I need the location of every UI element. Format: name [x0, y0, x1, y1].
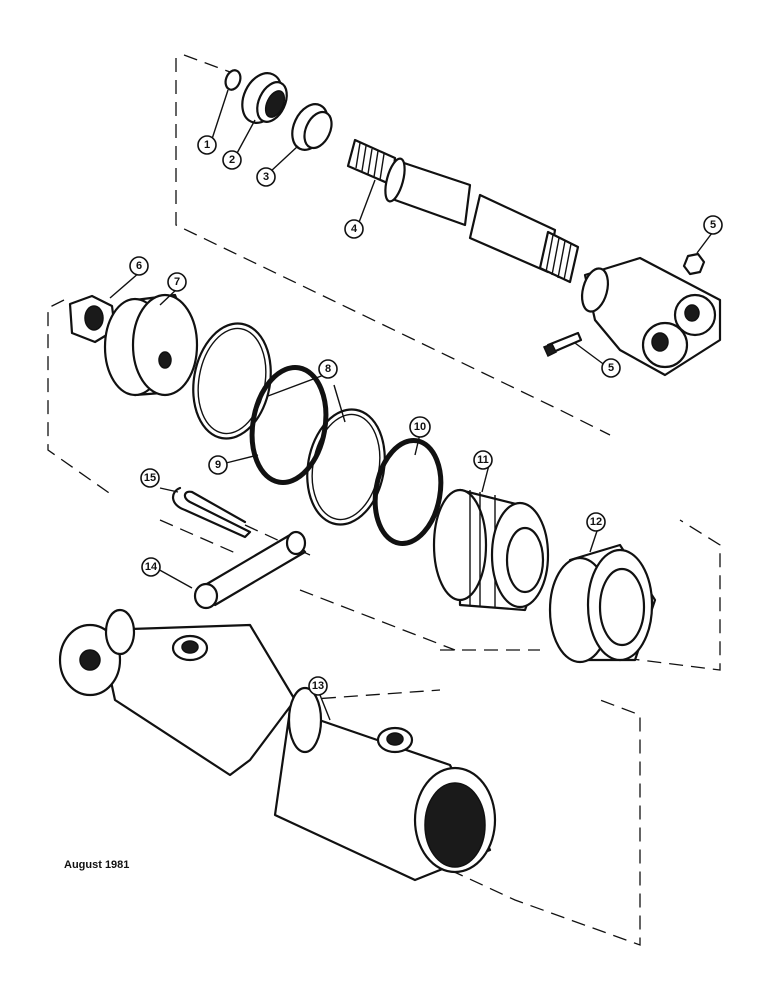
part-12-retaining-nut — [548, 543, 657, 664]
svg-text:13: 13 — [312, 680, 324, 692]
callout-11: 11 — [473, 450, 493, 470]
svg-text:1: 1 — [204, 139, 210, 151]
svg-text:11: 11 — [477, 454, 489, 466]
svg-text:3: 3 — [263, 171, 269, 183]
part-13-barrel — [58, 608, 497, 882]
part-8-ring-b — [306, 408, 386, 526]
callout-4: 4 — [344, 219, 364, 239]
part-9-oring — [249, 365, 329, 485]
callout-8: 8 — [318, 359, 338, 379]
part-8-ring-a — [192, 322, 272, 440]
part-11-gland — [432, 488, 550, 612]
part-5-clevis — [542, 252, 722, 377]
part-1-oring — [224, 69, 242, 91]
callout-2: 2 — [222, 150, 242, 170]
svg-text:15: 15 — [144, 472, 156, 484]
upper-group-outline — [175, 54, 611, 436]
svg-text:12: 12 — [590, 516, 602, 528]
callout-1: 1 — [197, 135, 217, 155]
date-label: August 1981 — [64, 859, 130, 871]
svg-text:10: 10 — [414, 421, 426, 433]
callout-5-nut: 5 — [703, 215, 723, 235]
part-4-rod — [346, 138, 580, 284]
svg-text:7: 7 — [174, 276, 180, 288]
callout-9: 9 — [208, 455, 228, 475]
part-7-piston-head — [103, 293, 199, 397]
callout-7: 7 — [167, 272, 187, 292]
svg-text:14: 14 — [145, 561, 158, 573]
svg-text:8: 8 — [325, 363, 331, 375]
callout-14: 14 — [141, 557, 161, 577]
lower-group-outline — [299, 649, 641, 946]
callout-5-bolt: 5 — [601, 358, 621, 378]
callout-10: 10 — [409, 416, 431, 438]
svg-text:9: 9 — [215, 459, 221, 471]
part-14-pin — [193, 530, 307, 610]
svg-text:4: 4 — [351, 223, 358, 235]
svg-text:5: 5 — [710, 219, 716, 231]
part-10-oring — [372, 437, 444, 547]
middle-group-outline — [47, 299, 721, 671]
callout-3: 3 — [256, 167, 276, 187]
svg-text:2: 2 — [229, 154, 235, 166]
leader-lines — [109, 89, 713, 721]
part-15-cotter-pin — [172, 486, 252, 539]
callout-15: 15 — [140, 468, 160, 488]
part-2-bushing — [241, 72, 288, 124]
callout-13: 13 — [308, 676, 328, 696]
callout-12: 12 — [586, 512, 606, 532]
callout-6: 6 — [129, 256, 149, 276]
svg-text:6: 6 — [136, 260, 142, 272]
svg-text:5: 5 — [608, 362, 614, 374]
part-3-wiper — [291, 103, 333, 151]
